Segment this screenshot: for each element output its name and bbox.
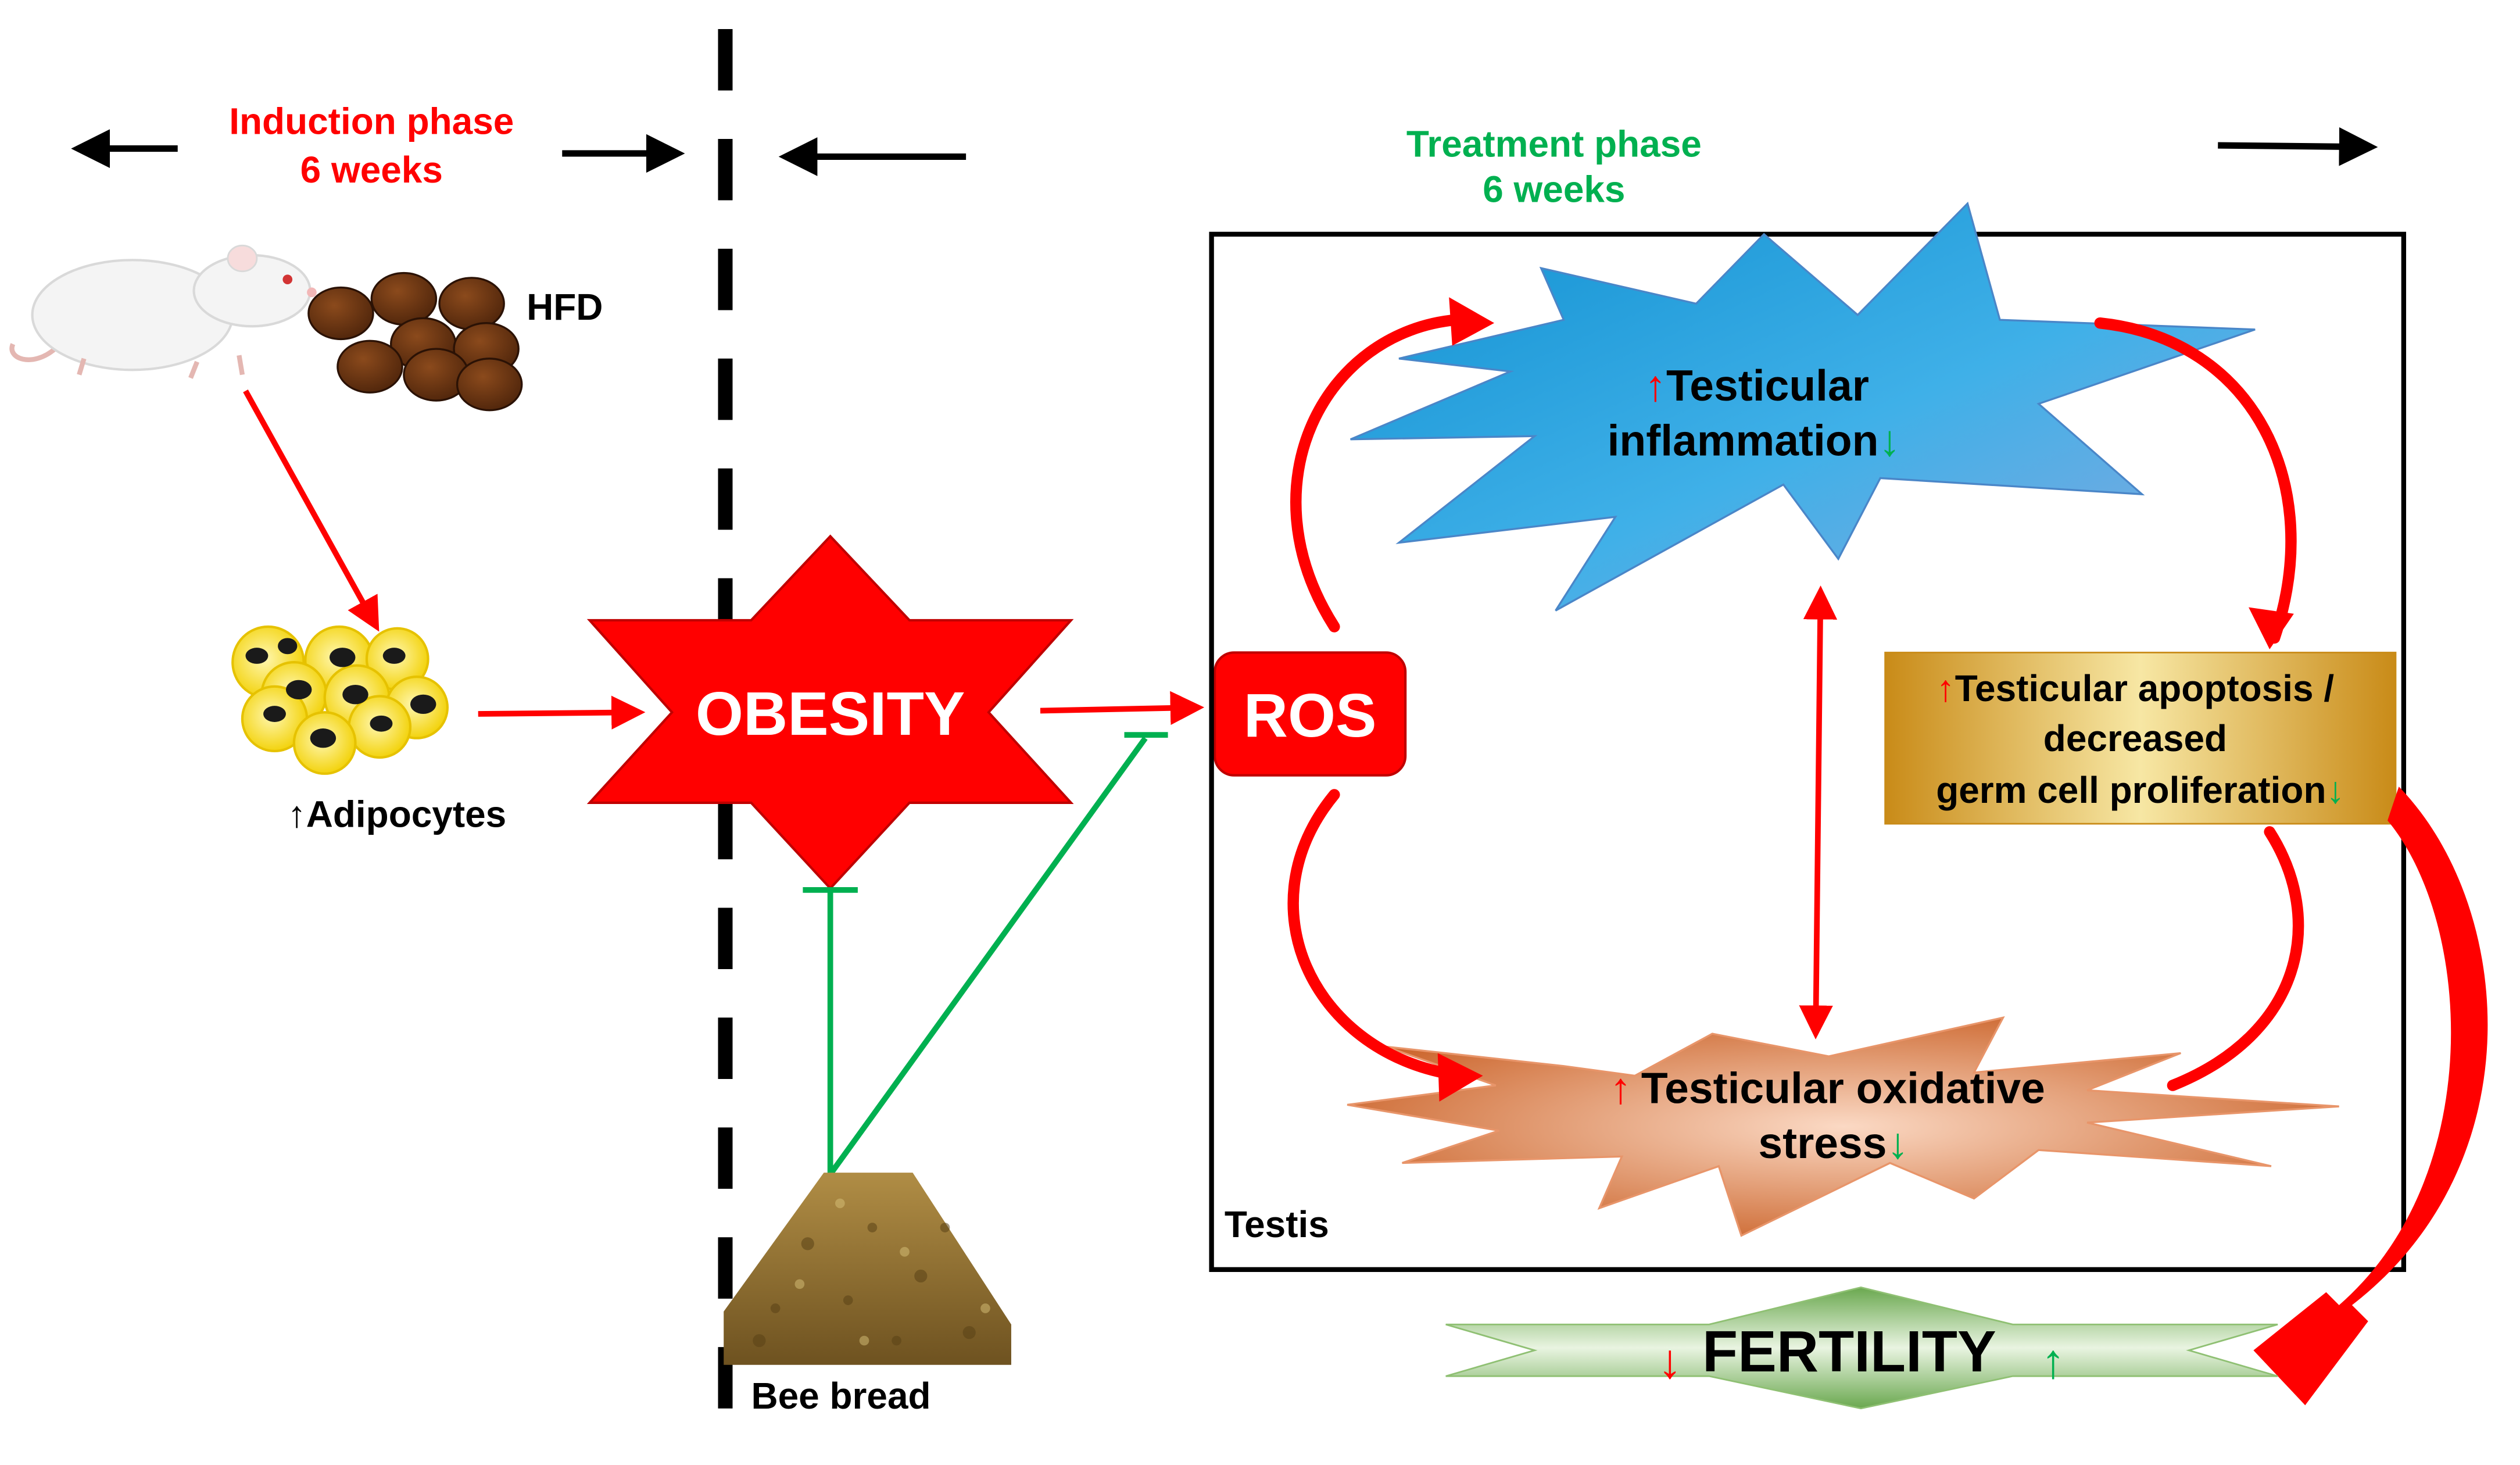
adipocytes-to-obesity-arrow [478,695,646,730]
apoptosis-box [1884,652,2397,825]
oxidative-label: ↑Testicular oxidative stress↓ [1610,1064,2057,1167]
obesity-label: OBESITY [696,680,965,748]
adipocytes-label: ↑Adipocytes [288,794,506,835]
apoptosis-label: ↑Testicular apoptosis / decreased germ c… [1936,667,2344,811]
testis-label: Testis [1225,1203,1329,1245]
treatment-phase-duration: 6 weeks [1483,168,1625,210]
treatment-phase-title: Treatment phase [1406,123,1702,165]
testis-frame [1209,231,2407,1272]
adipocytes-icon [231,625,449,775]
oxidative-burst [1347,1016,2339,1237]
bee-bread-label: Bee bread [751,1375,930,1417]
rat-icon [9,244,317,379]
ros-cycle-arrows [1287,314,2304,1091]
fertility-label: ↓ FERTILITY ↑ [1658,1319,2066,1388]
hfd-label: HFD [527,286,603,328]
bee-bread-inhibition-lines [803,732,1168,1176]
induction-phase-duration: 6 weeks [300,149,443,191]
fertility-big-arrow [2253,787,2488,1406]
induction-phase-title: Induction phase [229,101,514,142]
inflammation-burst [1350,201,2256,612]
hfd-pellets-icon [307,271,523,412]
rat-to-adipocytes-arrow [243,390,380,632]
bee-bread-icon [724,1173,1011,1365]
treatment-right-arrow [2218,127,2378,166]
cycle-arrowheads [1437,297,2294,1102]
ros-label: ROS [1244,681,1377,750]
inflammation-label: ↑Testicular inflammation↓ [1608,361,1900,464]
fertility-banner [1445,1286,2278,1410]
ros-box [1214,651,1407,777]
inflammation-oxidative-double-arrow [1799,585,1838,1039]
obesity-to-ros-arrow [1040,691,1205,726]
